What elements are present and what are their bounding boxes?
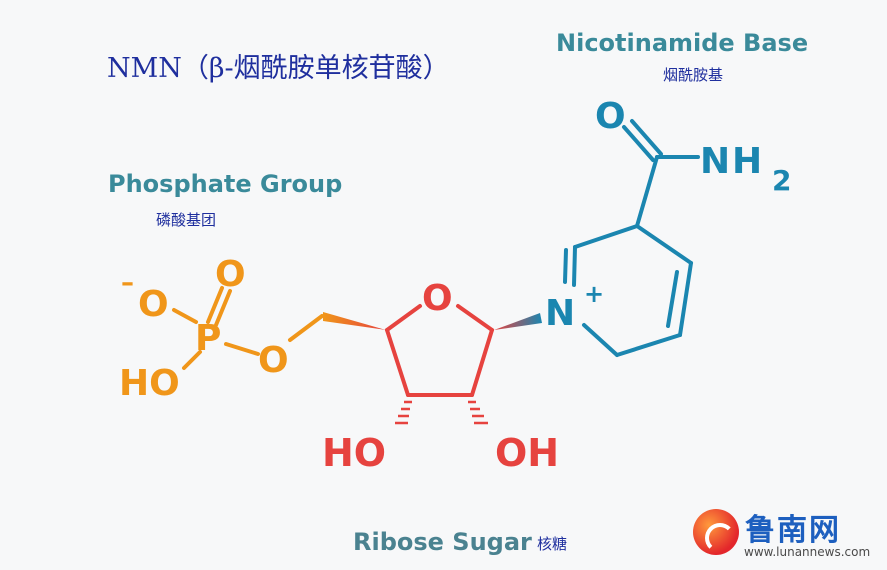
wedge-c5-c4 — [323, 312, 386, 330]
logo-name: 鲁南网 — [745, 513, 841, 548]
ring-bond-6 — [573, 224, 639, 249]
logo-url: www.lunannews.com — [744, 545, 871, 559]
page-title: NMN（β-烟酰胺单核苷酸） — [107, 53, 450, 84]
atom-ribose-ho: HO — [322, 431, 386, 475]
ring-bond-5 — [572, 245, 577, 287]
atom-phos-o-top: O — [215, 254, 246, 295]
atom-ring-plus: + — [584, 280, 604, 308]
carbonyl-bond-2 — [630, 119, 663, 156]
ribose-label: Ribose Sugar — [353, 528, 532, 556]
ribose-hash-bonds — [395, 400, 488, 425]
ribose-bond-o-c1 — [456, 304, 494, 332]
ring-bond-5-inner — [563, 248, 568, 284]
ribose-bond-c4-o — [385, 304, 422, 332]
p-o-minus-bond — [172, 308, 198, 324]
ribose-group — [385, 304, 494, 397]
nicotinamide-label-cn: 烟酰胺基 — [663, 66, 724, 84]
phosphate-label: Phosphate Group — [108, 170, 343, 198]
p-o-double-2 — [214, 289, 232, 327]
p-o-link-bond — [224, 342, 260, 356]
p-o-double-1 — [206, 286, 224, 324]
carbonyl-bond-1 — [622, 125, 655, 162]
ring-bond-2 — [678, 261, 693, 337]
atom-nic-2: 2 — [772, 164, 791, 197]
phosphate-group — [172, 286, 324, 370]
ring-bond-3 — [615, 333, 682, 357]
logo-badge-icon — [693, 509, 739, 555]
atom-ribose-oh: OH — [495, 431, 559, 475]
o-c5-bond — [288, 314, 324, 342]
watermark-logo: 鲁南网 www.lunannews.com — [693, 505, 883, 565]
nicotinamide-group — [563, 119, 700, 357]
ring-bond-4 — [582, 323, 619, 357]
atom-phos-o-left: O — [138, 284, 169, 325]
p-oh-bond — [182, 350, 202, 370]
ribose-bond-c3-c4 — [385, 328, 410, 397]
atom-phos-minus: – — [121, 268, 134, 298]
atom-phos-ho: HO — [119, 363, 180, 404]
nicotinamide-label: Nicotinamide Base — [556, 29, 809, 57]
ring-bond-1 — [635, 224, 693, 265]
atom-nic-n: N — [700, 141, 730, 182]
ring-to-amide-bond — [635, 155, 659, 228]
ribose-bond-c1-c2 — [470, 328, 494, 397]
ring-bond-2-inner — [666, 270, 679, 328]
phosphate-label-cn: 磷酸基团 — [156, 211, 217, 229]
wedge-c1-n — [494, 313, 542, 330]
ribose-label-cn: 核糖 — [537, 535, 568, 553]
atom-phos-p: P — [195, 318, 221, 359]
atom-nic-o: O — [595, 96, 626, 137]
atom-phos-o-link: O — [258, 340, 289, 381]
atom-ribose-o: O — [422, 278, 453, 319]
atom-nic-h: H — [732, 141, 762, 182]
atom-ring-n: N — [545, 293, 575, 334]
